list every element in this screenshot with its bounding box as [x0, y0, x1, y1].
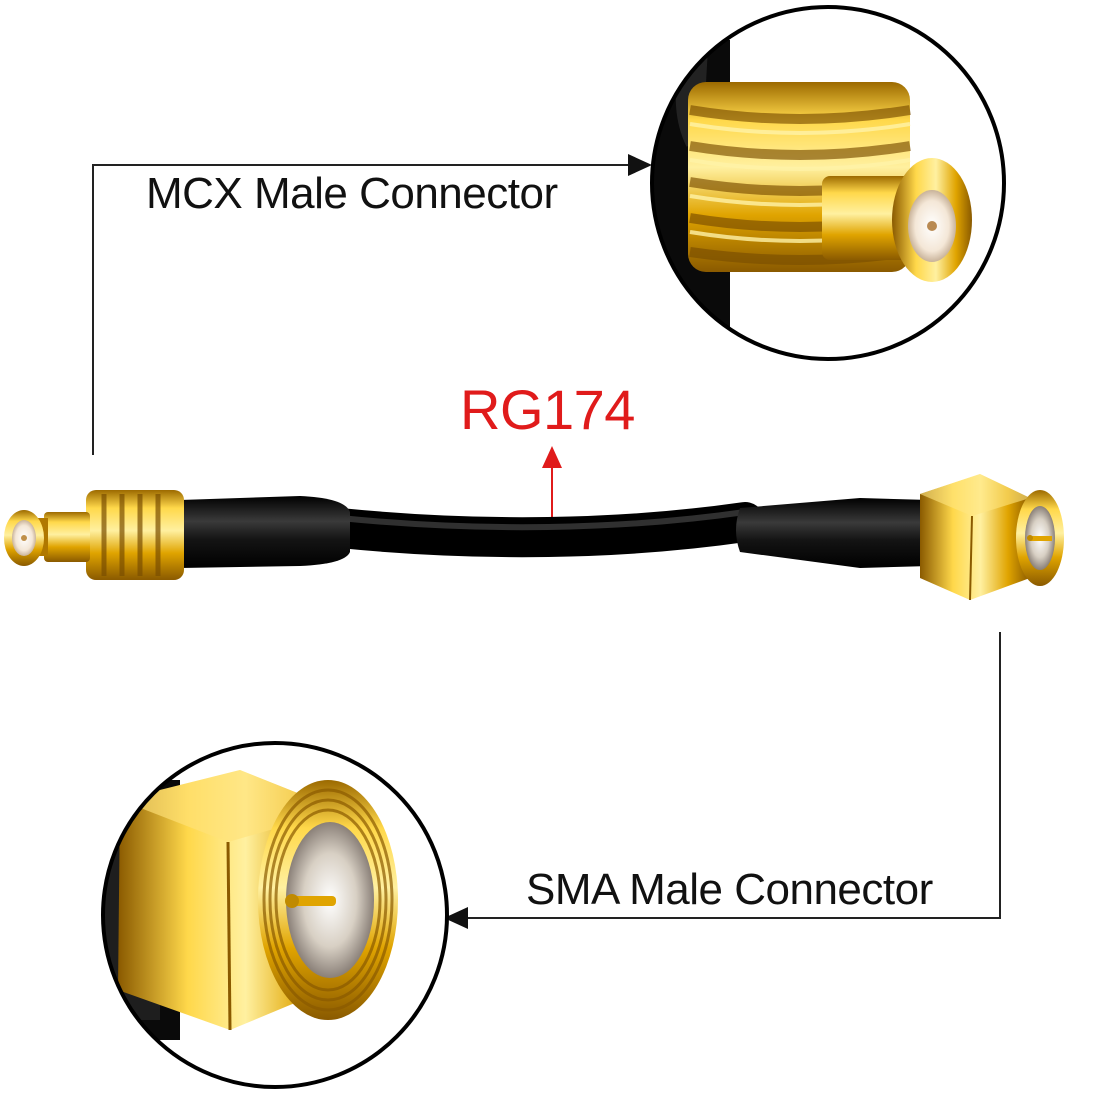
mcx-closeup [650, 5, 1006, 361]
mcx-connector-label: MCX Male Connector [146, 169, 558, 218]
sma-closeup [101, 741, 449, 1089]
leader-line-mcx [92, 154, 652, 455]
arrow-left-icon [444, 907, 468, 929]
arrow-right-icon [628, 154, 652, 176]
leader-line-sma [444, 632, 1001, 929]
cable-type-label: RG174 [460, 378, 635, 441]
sma-connector-label: SMA Male Connector [526, 865, 933, 914]
cable-assembly [4, 474, 1064, 601]
arrow-up-icon [542, 446, 562, 468]
